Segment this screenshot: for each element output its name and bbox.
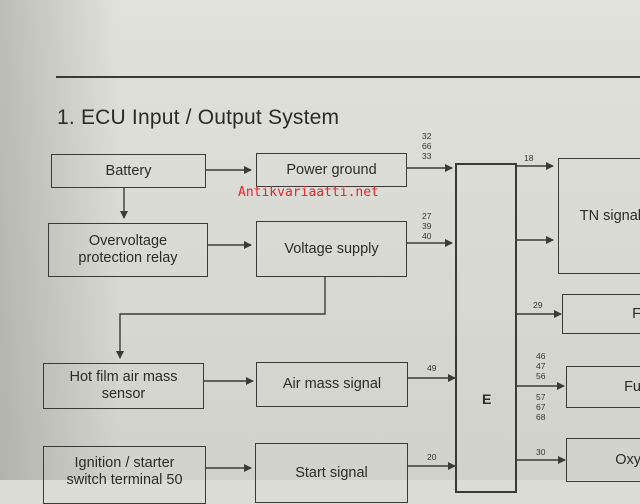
output-oxy-box: Oxy <box>566 438 640 482</box>
ignition-switch-box: Ignition / starter switch terminal 50 <box>43 446 206 504</box>
wiring-diagram <box>116 162 566 472</box>
voltage-supply-box: Voltage supply <box>256 221 407 277</box>
output-fu-box: Fu <box>566 366 640 408</box>
tn-signal-box: TN signal <box>558 158 640 274</box>
start-signal-box: Start signal <box>255 443 408 503</box>
pin-fu-upper: 46 47 56 <box>536 351 546 381</box>
watermark-text: Antikvariaatti.net <box>238 185 379 200</box>
pin-voltage-supply: 27 39 40 <box>422 211 432 241</box>
ecu-label: E <box>482 391 492 407</box>
pin-fu-lower: 57 67 68 <box>536 392 546 422</box>
battery-box: Battery <box>51 154 206 188</box>
section-title: 1. ECU Input / Output System <box>57 106 340 129</box>
hot-film-sensor-box: Hot film air mass sensor <box>43 363 204 409</box>
pin-tn: 18 <box>524 153 534 163</box>
wire-voltage-supply-hot-film <box>116 277 326 359</box>
air-mass-signal-box: Air mass signal <box>256 362 408 407</box>
pin-start: 20 <box>427 452 437 462</box>
page-shadow <box>0 0 120 480</box>
pin-power-ground: 32 66 33 <box>422 131 432 161</box>
pin-f: 29 <box>533 300 543 310</box>
output-f-box: F <box>562 294 640 334</box>
ecu-block <box>455 163 517 493</box>
pin-air-mass: 49 <box>427 363 437 373</box>
header-rule <box>56 76 640 78</box>
pin-oxy: 30 <box>536 447 546 457</box>
overvoltage-relay-box: Overvoltage protection relay <box>48 223 208 277</box>
power-ground-box: Power ground <box>256 153 407 187</box>
